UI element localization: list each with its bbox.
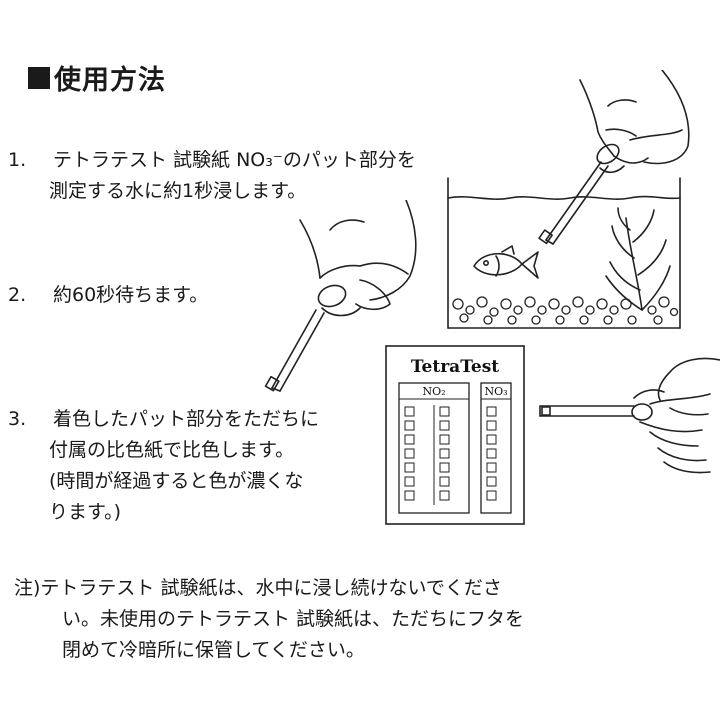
hand-comparing-strip-illustration	[539, 357, 720, 474]
step-3-line-3: (時間が経過すると色が濃くな	[49, 470, 304, 492]
hand-holding-strip-illustration	[264, 200, 417, 392]
color-swatch	[404, 462, 415, 473]
step-1-number: 1.	[8, 149, 27, 171]
step-1-line-1: テトラテスト 試験紙 NO₃⁻のパット部分を	[53, 149, 416, 171]
plant-icon	[625, 217, 643, 311]
color-swatch	[439, 406, 450, 417]
color-swatch	[439, 490, 450, 501]
step-2-line-1: 約60秒待ちます。	[53, 284, 209, 306]
card-brand: TetraTest	[411, 357, 499, 377]
aquarium-dip-illustration	[447, 70, 690, 329]
pebbles	[452, 296, 679, 325]
no3-label: NO₃	[484, 385, 507, 398]
color-chart-card: TetraTest NO₂ NO₃	[385, 345, 525, 525]
color-swatch	[486, 448, 497, 459]
color-swatch	[404, 420, 415, 431]
step-3-number: 3.	[8, 408, 27, 430]
color-swatch	[404, 448, 415, 459]
page-title-text: 使用方法	[54, 65, 166, 96]
page-title: 使用方法	[28, 58, 166, 97]
note: 注)テトラテスト 試験紙は、水中に浸し続けないでくださ い。未使用のテトラテスト…	[14, 573, 524, 666]
color-swatch	[439, 448, 450, 459]
step-3-line-1: 着色したパット部分をただちに	[53, 408, 320, 430]
hand-outline	[579, 79, 615, 157]
color-swatch	[486, 406, 497, 417]
note-line-2: い。未使用のテトラテスト 試験紙は、ただちにフタを	[62, 608, 525, 630]
no2-column	[398, 382, 470, 514]
color-swatch	[486, 476, 497, 487]
step-1-line-2: 測定する水に約1秒浸します。	[49, 180, 307, 202]
color-swatch	[486, 434, 497, 445]
step-2: 2. 約60秒待ちます。	[4, 280, 208, 311]
step-3: 3. 着色したパット部分をただちに 付属の比色紙で比色します。 (時間が経過すると…	[4, 404, 319, 528]
color-swatch	[439, 434, 450, 445]
no2-label: NO₂	[422, 385, 445, 398]
color-swatch	[439, 420, 450, 431]
color-swatch	[404, 434, 415, 445]
note-line-1: 注)テトラテスト 試験紙は、水中に浸し続けないでくださ	[14, 577, 502, 599]
note-line-3: 閉めて冷暗所に保管してください。	[62, 639, 365, 661]
no3-column	[480, 382, 512, 514]
color-swatch	[404, 490, 415, 501]
color-swatch	[486, 420, 497, 431]
color-swatch	[404, 476, 415, 487]
step-2-number: 2.	[8, 284, 27, 306]
color-swatch	[439, 476, 450, 487]
color-swatch	[486, 462, 497, 473]
color-swatch	[439, 462, 450, 473]
step-3-line-2: 付属の比色紙で比色します。	[49, 439, 295, 461]
step-1: 1. テトラテスト 試験紙 NO₃⁻のパット部分を 測定する水に約1秒浸します。	[4, 145, 416, 207]
color-swatch	[486, 490, 497, 501]
step-3-line-4: ります。)	[49, 501, 122, 523]
title-square-icon	[28, 66, 50, 89]
color-swatch	[404, 406, 415, 417]
